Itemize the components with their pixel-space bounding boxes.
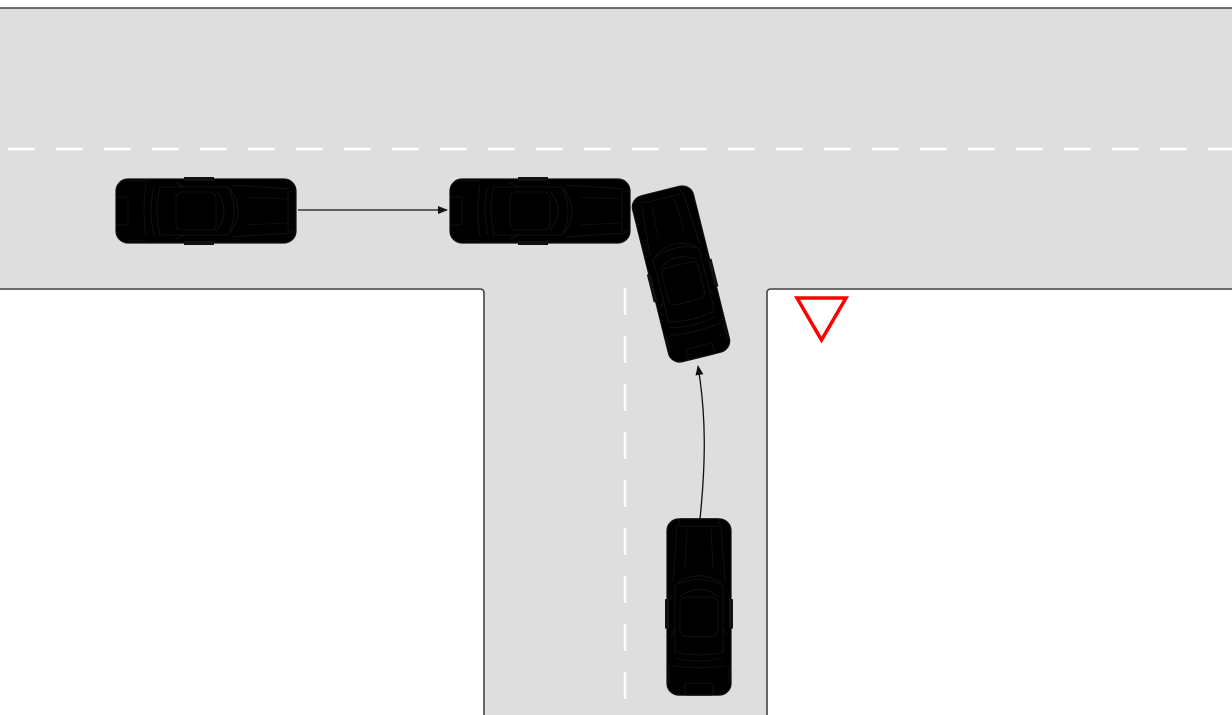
blue-car-start	[665, 519, 733, 695]
green-car-start	[116, 177, 296, 245]
green-car-impact	[450, 177, 630, 245]
horizontal-road	[0, 8, 1232, 290]
